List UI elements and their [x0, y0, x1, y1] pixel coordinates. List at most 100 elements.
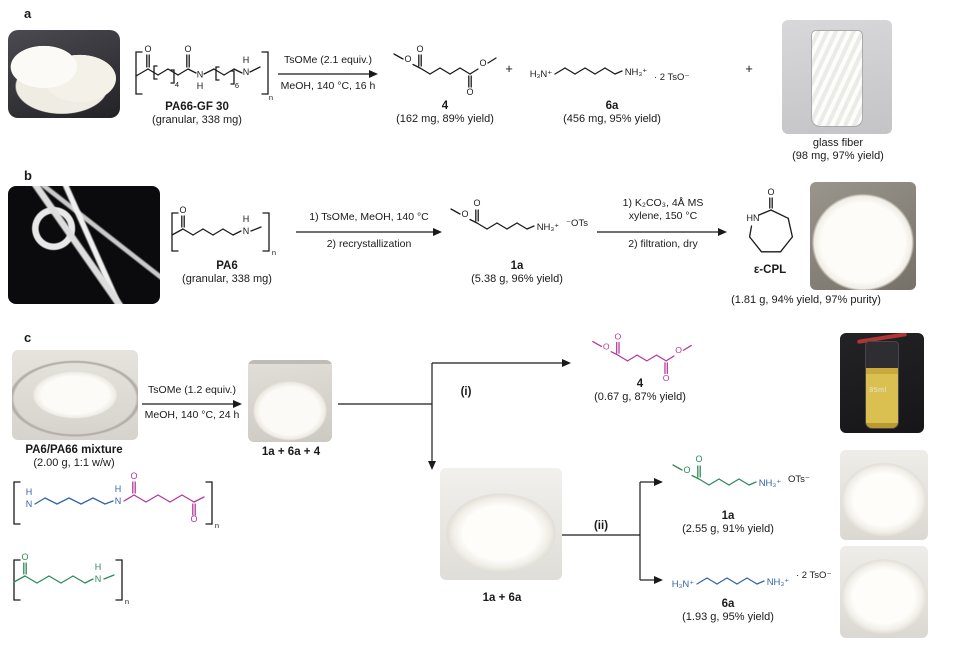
intermediate-1a-label: 1a — [510, 260, 524, 272]
branch-connector-i — [338, 359, 571, 470]
photo-pa6-pa66-mixture — [12, 350, 138, 440]
atom-o: O — [190, 514, 197, 524]
atom-o: O — [184, 44, 191, 54]
ammonium-blue: NH₃⁺ — [759, 478, 782, 489]
diammonium-blue: H₃N⁺ NH₃⁺ — [672, 577, 790, 590]
atom-o: O — [21, 552, 28, 562]
yellow-liquid-vial — [865, 341, 899, 429]
reactant-a-name: PA66-GF 30 — [165, 101, 229, 113]
product-4-note: (162 mg, 89% yield) — [396, 113, 494, 125]
atom-o: O — [767, 187, 774, 197]
pa6-segment-green: O N H — [13, 552, 115, 584]
tosylate-counterion-label: · 2 TsO⁻ — [654, 72, 689, 83]
tosylate-black: OTs⁻ — [788, 474, 810, 485]
nh3-plus-label: NH₃⁺ — [625, 67, 648, 78]
product-6a-label: 6a — [721, 598, 735, 610]
atom-o: O — [663, 373, 670, 383]
product-cpl-note: (1.81 g, 94% yield, 97% purity) — [731, 294, 881, 306]
diacid-segment-purple: O O — [123, 471, 205, 524]
photo-crude-salt-mixture — [248, 360, 332, 442]
atom-o: O — [695, 454, 702, 464]
atom-o: O — [404, 54, 411, 64]
glass-fiber-caption: glass fiber — [812, 137, 864, 149]
subscript-n: n — [269, 93, 273, 102]
vial-volume-label: 85ml — [869, 387, 887, 394]
photo-product-6a-powder — [840, 546, 928, 638]
reactant-a-note: (granular, 338 mg) — [152, 114, 242, 126]
subscript-n: n — [215, 521, 219, 530]
atom-n: N — [95, 574, 102, 584]
structure-dimethyl-adipate-4: O O O O — [393, 44, 497, 97]
product-6a-note: (1.93 g, 95% yield) — [682, 611, 774, 623]
h3n-plus-label: H₃N⁺ — [530, 69, 553, 80]
panel-a-label: a — [24, 6, 32, 21]
atom-n: N — [243, 67, 250, 77]
photo-pa66-granules — [8, 30, 120, 118]
product-4c-note: (0.67 g, 87% yield) — [594, 391, 686, 403]
product-cpl-label: ε-CPL — [753, 264, 787, 276]
conditions-c-below: MeOH, 140 °C, 24 h — [144, 409, 240, 421]
structure-1a-colored: O O NH₃⁺ OTs⁻ — [672, 454, 810, 489]
product-4-label: 4 — [441, 100, 449, 112]
structure-pa66-repeat-unit: O 4 O N H 6 N H n — [135, 44, 273, 102]
reaction-arrow-b2 — [597, 228, 727, 236]
product-6a-label: 6a — [605, 100, 619, 112]
structure-diammonium-6a: H₃N⁺ NH₃⁺ · 2 TsO⁻ — [530, 67, 690, 83]
conditions-a-above: TsOMe (2.1 equiv.) — [284, 54, 372, 66]
atom-n: N — [115, 496, 122, 506]
atom-o: O — [603, 341, 610, 351]
atom-o: O — [461, 209, 468, 219]
subscript-6: 6 — [235, 81, 239, 90]
structure-pa66-colored: N H N H O O n — [13, 471, 219, 530]
atom-h: H — [197, 81, 204, 91]
atom-o: O — [144, 44, 151, 54]
atom-o: O — [416, 44, 423, 54]
conditions-b1-below: 2) recrystallization — [326, 238, 412, 250]
branch-ii-label: (ii) — [593, 520, 609, 532]
reaction-arrow-c — [142, 400, 242, 408]
subscript-n: n — [272, 248, 276, 257]
reaction-arrow-a — [278, 70, 378, 78]
conditions-b2-above-1: 1) K₂CO₃, 4Å MS — [622, 197, 704, 209]
nh3-plus-label: NH₃⁺ — [767, 577, 790, 588]
reaction-arrow-b1 — [296, 228, 442, 236]
atom-o: O — [683, 465, 690, 475]
structure-4-colored: O O O O — [592, 332, 692, 383]
atom-o: O — [179, 205, 186, 215]
atom-h: H — [243, 55, 250, 65]
structure-1a: O O NH₃⁺ ⁻OTs — [450, 198, 588, 233]
photo-product-4-vial: 85ml — [840, 333, 924, 433]
tosylate-counterion-label: · 2 TsO⁻ — [796, 570, 831, 581]
intermediate-2-caption: 1a + 6a — [482, 592, 522, 604]
panel-b-label: b — [24, 168, 32, 183]
product-1a-label: 1a — [721, 510, 735, 522]
structure-6a-colored: H₃N⁺ NH₃⁺ · 2 TsO⁻ — [672, 570, 832, 590]
photo-product-1a-powder — [840, 450, 928, 540]
conditions-a-below: MeOH, 140 °C, 16 h — [280, 80, 376, 92]
conditions-b1-above: 1) TsOMe, MeOH, 140 °C — [309, 211, 429, 223]
reactant-b-name: PA6 — [216, 260, 238, 272]
atom-o: O — [473, 198, 480, 208]
atom-o: O — [675, 345, 682, 355]
atom-h: H — [115, 484, 122, 494]
conditions-b2-below: 2) filtration, dry — [628, 238, 698, 250]
structure-caprolactam: O HN — [747, 187, 794, 253]
branch-connector-ii — [562, 478, 663, 584]
h3n-plus-label: H₃N⁺ — [672, 579, 695, 590]
intermediate-mixture-caption: 1a + 6a + 4 — [261, 446, 321, 458]
atom-h: H — [26, 487, 33, 497]
mixture-name: PA6/PA66 mixture — [25, 444, 123, 456]
intermediate-1a-note: (5.38 g, 96% yield) — [471, 273, 563, 285]
plus-sign: + — [505, 61, 513, 76]
plus-sign: + — [745, 61, 753, 76]
atom-o: O — [479, 58, 486, 68]
atom-h: H — [95, 562, 102, 572]
photo-salt-powder-pile — [440, 468, 562, 580]
conditions-b2-above-2: xylene, 150 °C — [628, 210, 698, 222]
atom-o: O — [466, 87, 473, 97]
atom-n: N — [243, 226, 250, 236]
glass-fiber-note: (98 mg, 97% yield) — [792, 150, 884, 162]
mixture-note: (2.00 g, 1:1 w/w) — [33, 457, 115, 469]
tosylate-label: OTs⁻ — [788, 474, 810, 485]
